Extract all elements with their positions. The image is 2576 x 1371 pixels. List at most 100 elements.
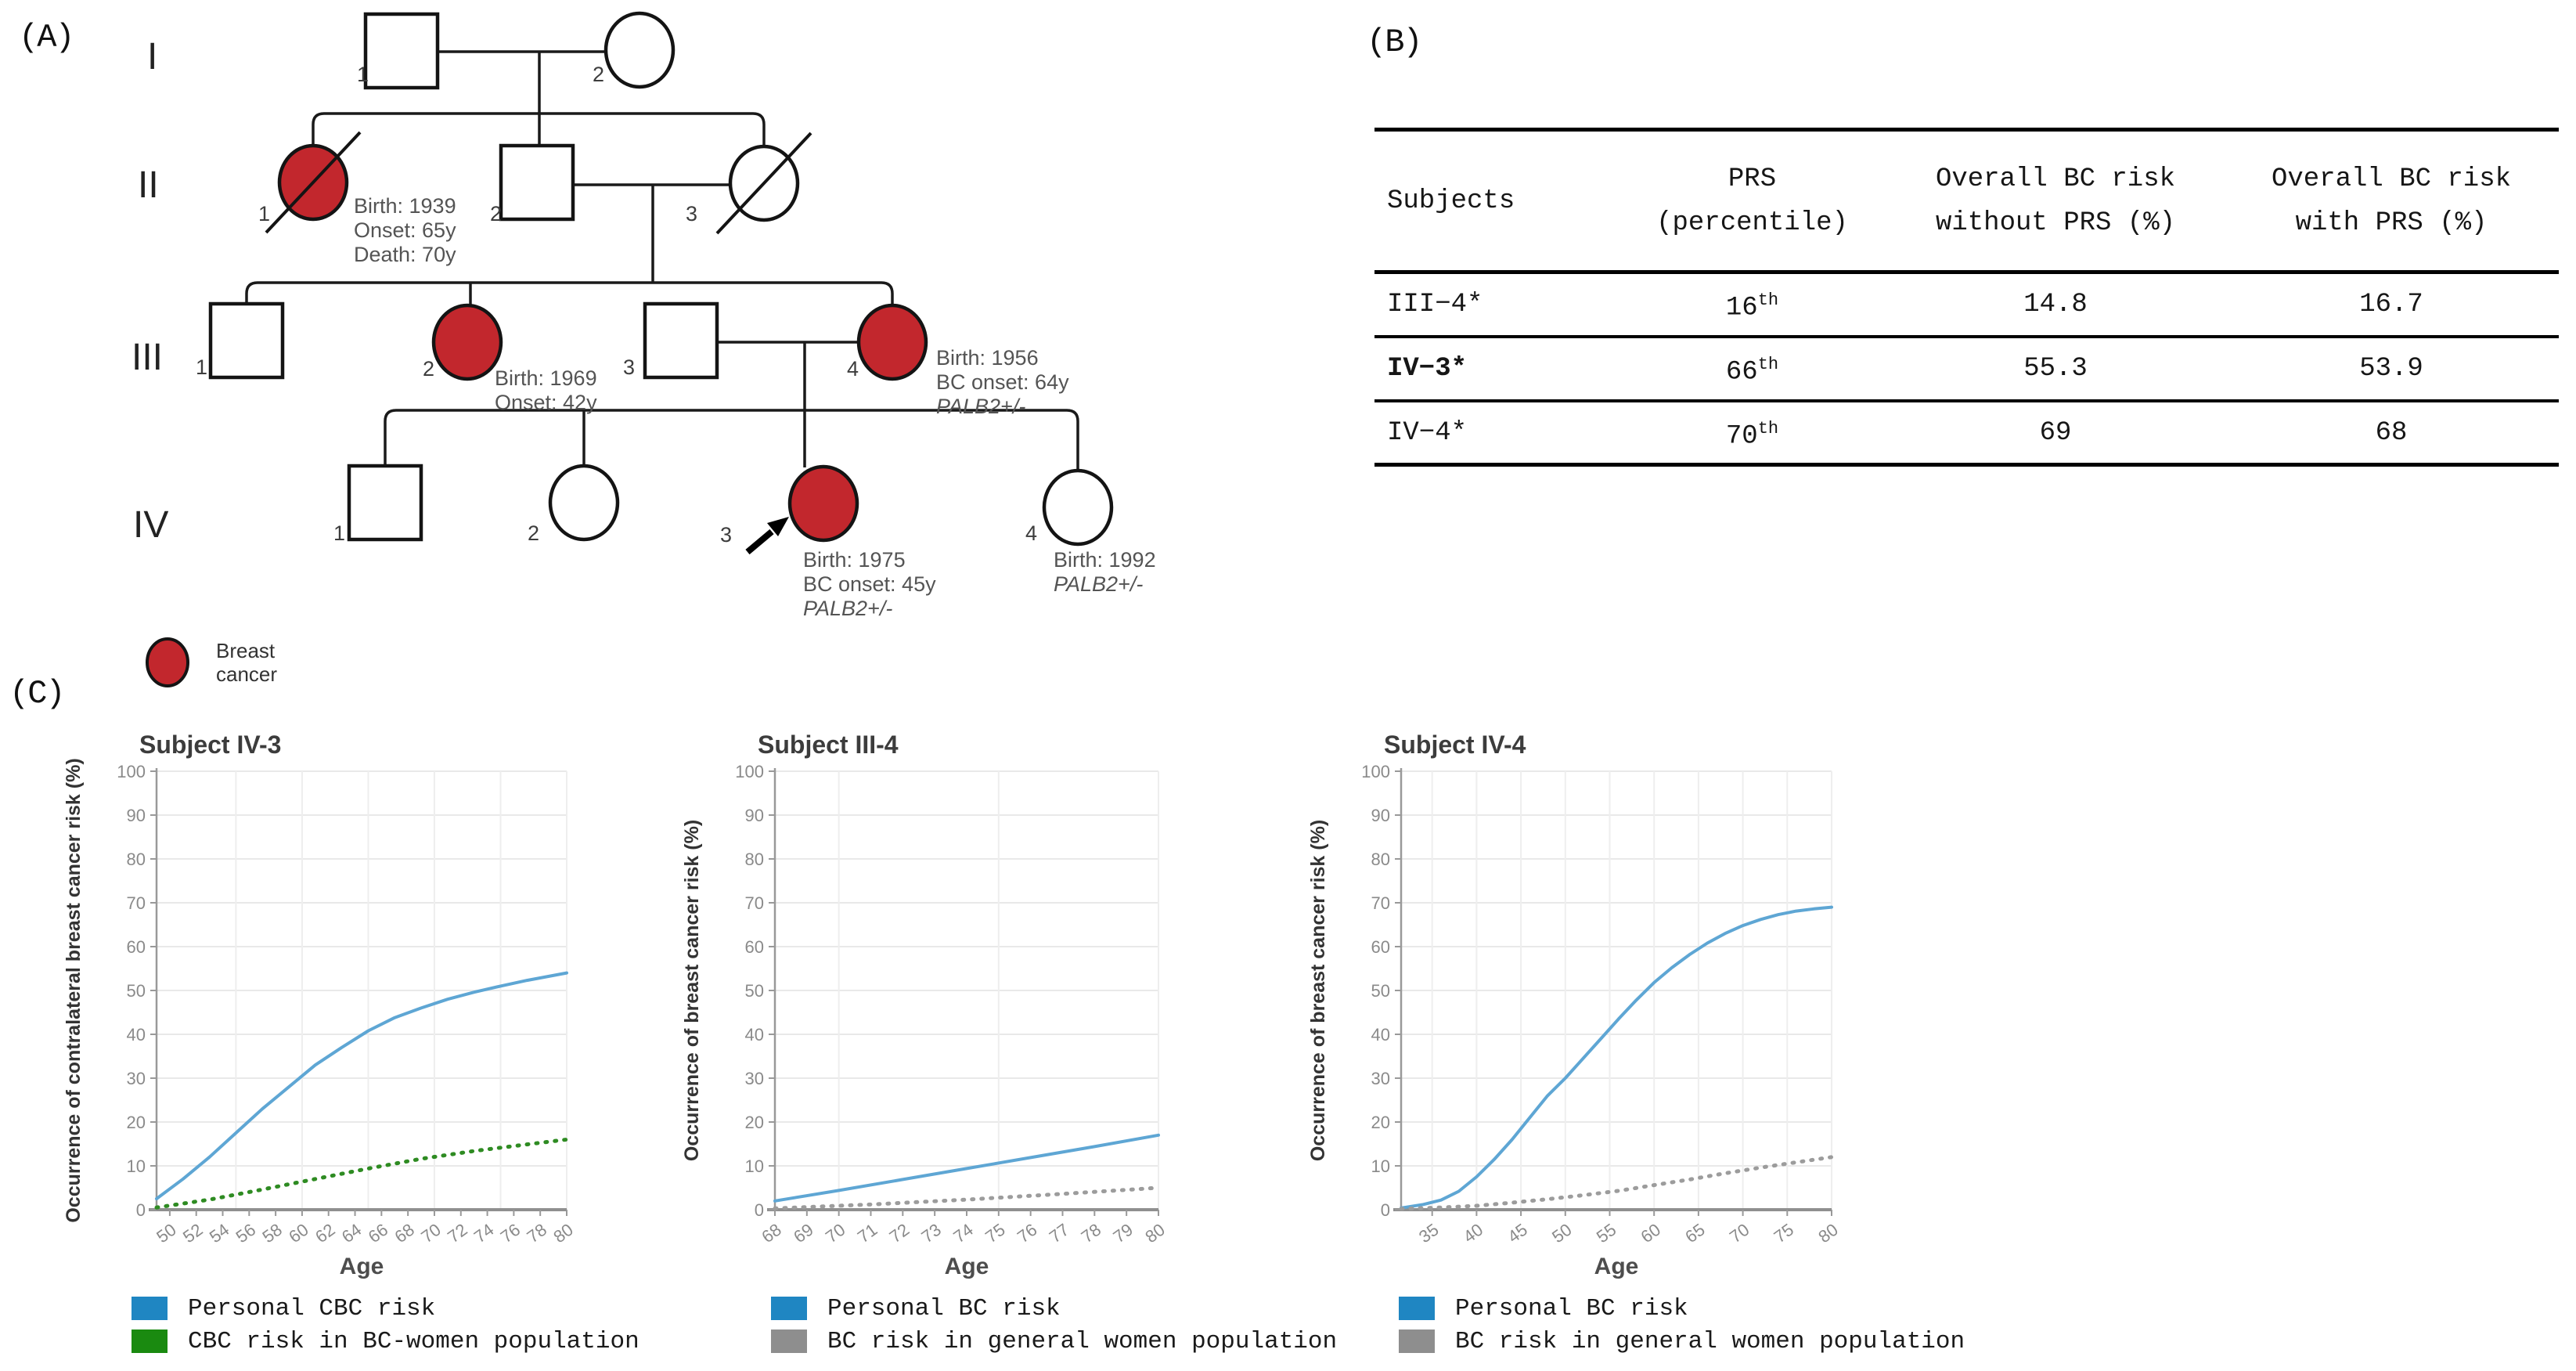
- male-symbol: [643, 301, 719, 380]
- person-IV-1: 1: [333, 464, 423, 545]
- person-annotation-line: Birth: 1939: [354, 194, 456, 218]
- subject-cell: III−4*: [1387, 290, 1483, 319]
- y-tick-label: 60: [127, 937, 146, 957]
- x-tick-label: 74: [470, 1220, 498, 1247]
- series-cbc-risk-in-bc-women-population: [154, 1137, 569, 1210]
- person-number: 1: [333, 521, 345, 545]
- x-tick-label: 73: [918, 1220, 946, 1247]
- male-symbol: [499, 143, 575, 222]
- x-tick-label: 60: [285, 1220, 312, 1247]
- female-symbol: [856, 303, 928, 381]
- y-axis-title: Occurrence of contralateral breast cance…: [63, 758, 85, 1222]
- y-tick-label: 40: [127, 1025, 146, 1044]
- panel-a-label: (A): [19, 19, 75, 56]
- table-header-cell: PRS(percentile): [1656, 164, 1848, 238]
- x-tick-label: 60: [1637, 1220, 1665, 1247]
- y-tick-label: 90: [1371, 806, 1390, 825]
- y-tick-label: 100: [735, 762, 764, 781]
- person-annotation-line: BC onset: 45y: [803, 572, 936, 596]
- legend-entry: Personal CBC risk: [132, 1295, 639, 1322]
- y-axis-title: Occurrence of breast cancer risk (%): [681, 820, 703, 1161]
- person-number: 3: [623, 355, 635, 379]
- chart-title: Subject IV-3: [139, 731, 281, 759]
- pedigree-legend: Breast cancer: [146, 637, 277, 687]
- x-tick-label: 76: [497, 1220, 524, 1247]
- x-tick-label: 65: [1681, 1220, 1709, 1247]
- legend-label: Personal BC risk: [827, 1294, 1061, 1322]
- legend-swatch: [1399, 1330, 1435, 1353]
- x-tick-label: 75: [982, 1220, 1009, 1247]
- x-tick-label: 75: [1771, 1220, 1798, 1247]
- y-tick-label: 90: [745, 806, 764, 825]
- person-annotation-line: Birth: 1969: [495, 366, 597, 390]
- female-symbol: [431, 303, 503, 381]
- sibship-bar-iv: [384, 409, 1079, 471]
- subject-cell: IV−3*: [1387, 354, 1468, 384]
- female-symbol: [548, 464, 620, 542]
- chart-title: Subject III-4: [758, 731, 899, 759]
- risk-without-prs-cell: 55.3: [2023, 354, 2088, 384]
- x-tick-label: 72: [444, 1220, 471, 1247]
- series-personal-cbc-risk: [155, 971, 568, 1200]
- person-annotation-line: BC onset: 64y: [936, 370, 1069, 394]
- breast-cancer-legend-symbol: [146, 637, 189, 687]
- generation-label-I: I: [147, 36, 157, 78]
- person-I-2: 2: [593, 11, 676, 89]
- x-tick-label: 54: [206, 1220, 233, 1247]
- x-tick-label: 80: [1814, 1220, 1842, 1247]
- person-number: 2: [593, 63, 604, 86]
- y-tick-label: 50: [745, 981, 764, 1001]
- y-tick-label: 10: [127, 1156, 146, 1176]
- y-tick-label: 30: [1371, 1069, 1390, 1088]
- x-tick-label: 62: [312, 1220, 339, 1247]
- x-tick-label: 77: [1046, 1220, 1073, 1247]
- person-II-2: 2: [490, 143, 575, 225]
- x-tick-label: 79: [1110, 1220, 1137, 1247]
- y-tick-label: 100: [1361, 762, 1390, 781]
- x-tick-label: 74: [949, 1220, 977, 1247]
- y-tick-label: 20: [1371, 1113, 1390, 1132]
- y-tick-label: 70: [745, 893, 764, 913]
- proband-arrow-head: [767, 517, 789, 536]
- x-tick-label: 70: [417, 1220, 445, 1247]
- series-bc-risk-in-general-women-population: [773, 1185, 1161, 1210]
- y-tick-label: 0: [1381, 1200, 1390, 1220]
- x-axis-title: Age: [1594, 1254, 1639, 1279]
- female-symbol: [1042, 468, 1114, 547]
- breast-cancer-legend-line1: Breast: [216, 639, 276, 662]
- y-tick-label: 0: [755, 1200, 764, 1220]
- legend-swatch: [132, 1330, 168, 1353]
- legend-swatch: [771, 1297, 807, 1320]
- risk-with-prs-cell: 68: [2375, 417, 2408, 448]
- y-tick-label: 80: [1371, 850, 1390, 869]
- proband-arrow-shaft: [745, 529, 774, 555]
- x-tick-label: 68: [391, 1220, 419, 1247]
- series-personal-bc-risk: [773, 1133, 1160, 1203]
- x-axis-title: Age: [945, 1254, 989, 1279]
- chart-title: Subject IV-4: [1384, 731, 1526, 759]
- male-symbol: [363, 12, 440, 90]
- x-tick-label: 35: [1415, 1220, 1443, 1247]
- x-tick-label: 70: [1726, 1220, 1753, 1247]
- x-tick-label: 78: [524, 1220, 551, 1247]
- generation-label-II: II: [138, 164, 159, 206]
- x-tick-label: 52: [179, 1220, 207, 1247]
- person-annotation-line: Onset: 42y: [495, 391, 597, 414]
- person-number: 2: [423, 357, 434, 381]
- risk-with-prs-cell: 53.9: [2359, 354, 2423, 384]
- y-tick-label: 40: [745, 1025, 764, 1044]
- person-annotation-line: Birth: 1992: [1054, 548, 1156, 572]
- x-tick-label: 71: [854, 1220, 881, 1247]
